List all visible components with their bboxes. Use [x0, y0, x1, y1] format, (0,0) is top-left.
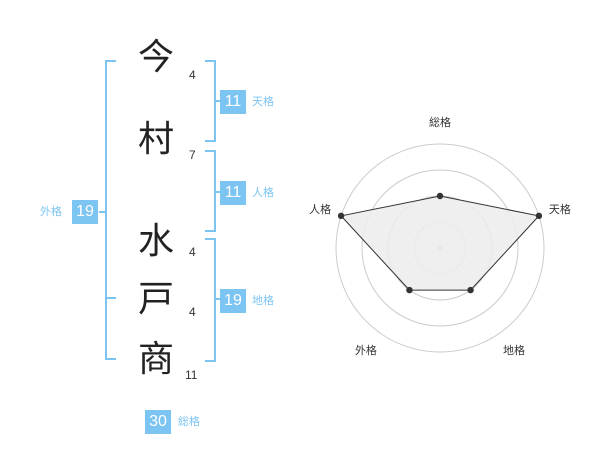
radar-axis-label-5: 人格 [309, 202, 331, 216]
radar-point-4 [406, 286, 413, 294]
chikaku-tick [214, 298, 220, 300]
chikaku-bracket [205, 238, 216, 362]
stroke-count-1: 4 [189, 68, 196, 82]
gaikaku-tick [99, 211, 105, 213]
chikaku-value-badge: 19 [220, 289, 246, 313]
gaikaku-value-badge: 19 [72, 200, 98, 224]
name-char-5: 商 [137, 339, 174, 380]
radar-ring-3 [361, 169, 519, 327]
stroke-count-3: 4 [189, 245, 196, 259]
stroke-count-4: 4 [189, 305, 196, 319]
soukaku-value-badge: 30 [145, 410, 171, 434]
jinkaku-value-badge: 11 [220, 181, 246, 205]
radar-polygon [340, 195, 540, 291]
radar-axis-label-1: 総格 [429, 115, 451, 129]
name-char-2: 村 [137, 119, 174, 160]
tenkaku-value-badge: 11 [220, 90, 246, 114]
tenkaku-tick [214, 100, 220, 102]
radar-point-3 [467, 286, 474, 294]
radar-point-2 [535, 212, 543, 220]
gaikaku-split-tick [105, 297, 116, 299]
soukaku-label: 総格 [178, 415, 200, 428]
radar-axis-label-3: 地格 [503, 343, 525, 357]
radar-axis-label-4: 外格 [355, 343, 377, 357]
jinkaku-tick [214, 191, 220, 193]
radar-ring-4 [335, 143, 545, 353]
radar-point-1 [436, 192, 444, 200]
name-char-3: 水 [137, 221, 174, 262]
name-char-1: 今 [137, 37, 174, 78]
radar-point-5 [337, 212, 345, 220]
gaikaku-label: 外格 [40, 205, 62, 218]
tenkaku-label: 天格 [252, 95, 274, 108]
radar-axis-label-2: 天格 [549, 202, 571, 216]
name-char-4: 戸 [137, 279, 174, 320]
stroke-count-2: 7 [189, 148, 196, 162]
gaikaku-bracket [105, 60, 116, 360]
chikaku-label: 地格 [252, 294, 274, 307]
stroke-count-5: 11 [185, 368, 198, 382]
jinkaku-label: 人格 [252, 186, 274, 199]
